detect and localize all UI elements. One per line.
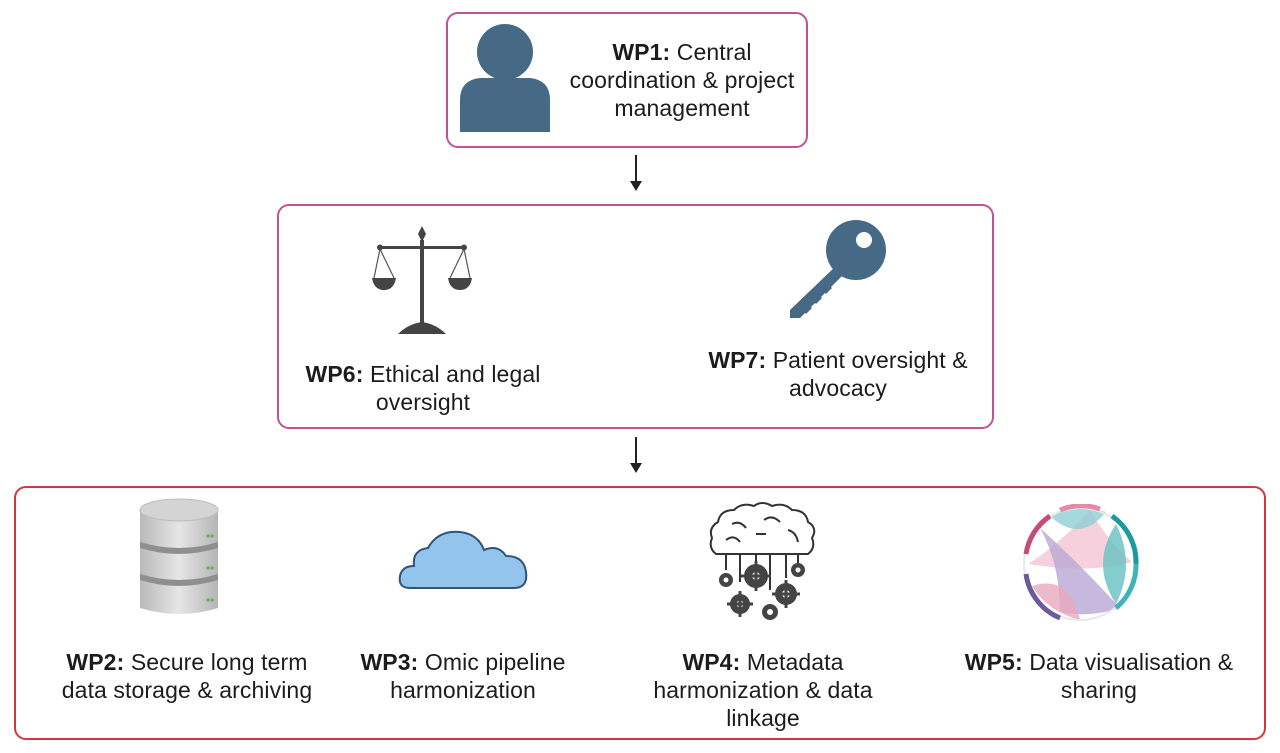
wp5-label: WP5: Data visualisation & sharing: [954, 648, 1244, 704]
scales-icon: [372, 226, 472, 334]
wp4-text: Metadata harmonization & data linkage: [653, 649, 873, 731]
key-icon: [790, 220, 886, 318]
wp1-label: WP1: Central coordination & project mana…: [562, 38, 802, 122]
wp4-code: WP4:: [682, 649, 741, 675]
arrow-oversight-to-work: [630, 437, 642, 473]
wp2-text: Secure long term data storage & archivin…: [61, 649, 313, 703]
database-icon: [139, 498, 219, 614]
wp5-code: WP5:: [964, 649, 1023, 675]
wp4-label: WP4: Metadata harmonization & data linka…: [630, 648, 896, 732]
wp7-text: Patient oversight & advocacy: [772, 347, 968, 401]
wp6-label: WP6: Ethical and legal oversight: [288, 360, 558, 416]
wp7-label: WP7: Patient oversight & advocacy: [690, 346, 986, 402]
wp3-code: WP3:: [360, 649, 419, 675]
wp2-label: WP2: Secure long term data storage & arc…: [42, 648, 332, 704]
wp1-code: WP1:: [612, 39, 671, 65]
wp3-text: Omic pipeline harmonization: [390, 649, 566, 703]
wp1-text: Central coordination & project managemen…: [569, 39, 795, 121]
brain-gears-icon: [709, 502, 816, 620]
chord-diagram-icon: [1023, 504, 1139, 621]
person-icon: [460, 24, 550, 132]
wp7-code: WP7:: [708, 347, 767, 373]
wp3-label: WP3: Omic pipeline harmonization: [340, 648, 586, 704]
wp2-code: WP2:: [66, 649, 125, 675]
arrow-wp1-to-oversight: [630, 155, 642, 191]
wp5-text: Data visualisation & sharing: [1029, 649, 1234, 703]
cloud-icon: [398, 530, 528, 589]
wp6-text: Ethical and legal oversight: [369, 361, 541, 415]
wp6-code: WP6:: [305, 361, 364, 387]
